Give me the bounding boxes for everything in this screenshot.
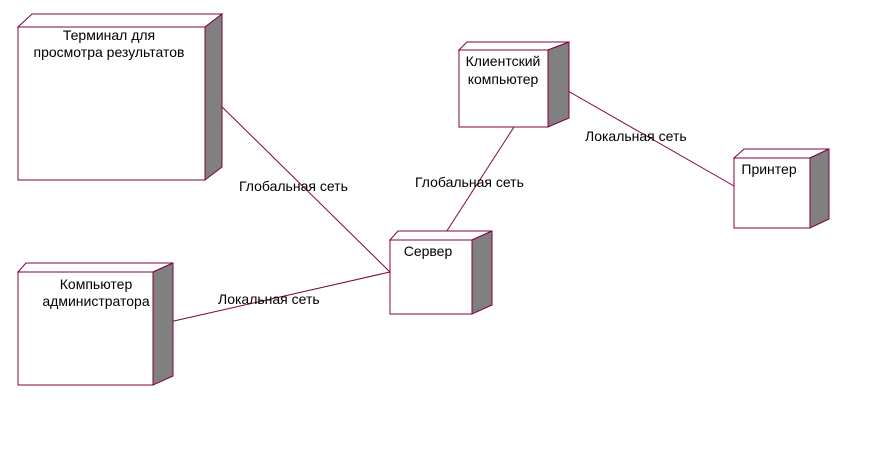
link-client-server [440, 126, 515, 241]
link-client-printer-label: Локальная сеть [585, 128, 687, 144]
node-server-label: Сервер [404, 243, 453, 259]
node-terminal-label-line-2: просмотра результатов [34, 44, 185, 60]
node-terminal[interactable]: Терминал для просмотра результатов [16, 12, 224, 182]
node-client-label-line-2: компьютер [468, 71, 539, 87]
link-client-printer [560, 86, 735, 187]
node-printer[interactable]: Принтер [732, 148, 830, 229]
node-admin[interactable]: Компьютер администратора [16, 262, 174, 386]
link-client-server-label: Глобальная сеть [415, 174, 524, 190]
link-admin-server-label: Локальная сеть [218, 291, 320, 307]
links [164, 86, 735, 324]
link-terminal-server [214, 99, 391, 273]
link-admin-server [164, 271, 391, 324]
node-printer-label: Принтер [741, 161, 796, 177]
node-client[interactable]: Клиентский компьютер [457, 41, 570, 128]
node-terminal-label-line-1: Терминал для [63, 27, 155, 43]
link-terminal-server-label: Глобальная сеть [239, 178, 348, 194]
node-client-label-line-1: Клиентский [466, 53, 541, 69]
node-admin-label-line-2: администратора [42, 293, 149, 309]
node-server[interactable]: Сервер [388, 230, 493, 315]
node-admin-label-line-1: Компьютер [60, 276, 133, 292]
